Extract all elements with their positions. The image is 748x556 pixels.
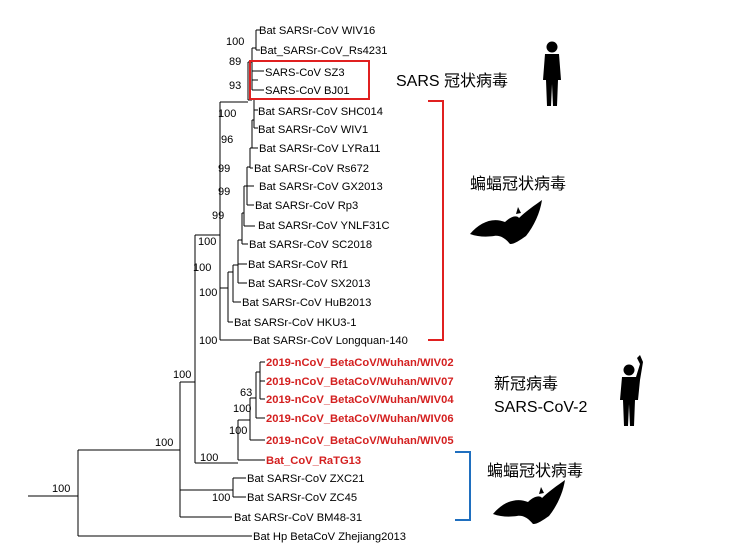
bootstrap-value: 99	[218, 186, 230, 198]
leaf-label: Bat SARSr-CoV YNLF31C	[258, 220, 390, 232]
bootstrap-value: 99	[212, 210, 224, 222]
bootstrap-value: 89	[229, 56, 241, 68]
leaf-label: Bat SARSr-CoV WIV1	[258, 124, 368, 136]
leaf-label: Bat SARSr-CoV Rs672	[254, 163, 369, 175]
leaf-label-highlight: 2019-nCoV_BetaCoV/Wuhan/WIV06	[266, 413, 454, 425]
bootstrap-value: 100	[199, 335, 217, 347]
leaf-label-highlight: 2019-nCoV_BetaCoV/Wuhan/WIV05	[266, 435, 454, 447]
sars-cov-2-annotation-line2: SARS-CoV-2	[494, 399, 587, 416]
bat-silhouette-icon	[470, 200, 542, 244]
leaf-label: Bat SARSr-CoV Rf1	[248, 259, 348, 271]
leaf-label: SARS-CoV BJ01	[265, 85, 350, 97]
sars-annotation: SARS 冠状病毒	[396, 72, 508, 90]
bat-clade-blue-bracket	[455, 451, 471, 521]
leaf-label: Bat SARSr-CoV WIV16	[259, 25, 375, 37]
leaf-label-highlight: Bat_CoV_RaTG13	[266, 455, 361, 467]
tree-branches	[28, 29, 265, 537]
bootstrap-value: 100	[155, 437, 173, 449]
leaf-label: Bat SARSr-CoV SX2013	[248, 278, 371, 290]
leaf-label: Bat SARSr-CoV SHC014	[258, 106, 383, 118]
bootstrap-value: 100	[200, 452, 218, 464]
bootstrap-value: 63	[240, 387, 252, 399]
bootstrap-value: 100	[52, 483, 70, 495]
bootstrap-value: 100	[193, 262, 211, 274]
bootstrap-value: 100	[212, 492, 230, 504]
leaf-label: SARS-CoV SZ3	[265, 67, 345, 79]
leaf-label: Bat_SARSr-CoV_Rs4231	[260, 45, 387, 57]
leaf-label: Bat SARSr-CoV BM48-31	[234, 512, 362, 524]
bootstrap-value: 100	[173, 369, 191, 381]
leaf-labels: Bat SARSr-CoV WIV16 Bat_SARSr-CoV_Rs4231…	[234, 25, 454, 543]
bootstrap-value: 100	[198, 236, 216, 248]
leaf-label: Bat SARSr-CoV LYRa11	[259, 143, 380, 155]
bootstrap-value: 100	[199, 287, 217, 299]
bootstrap-value: 99	[218, 163, 230, 175]
leaf-label: Bat SARSr-CoV HKU3-1	[234, 317, 356, 329]
bootstrap-value: 100	[218, 108, 236, 120]
sars-highlight-box	[249, 60, 370, 100]
human-waving-silhouette-icon	[620, 355, 643, 426]
human-silhouette-icon	[543, 41, 561, 106]
bootstrap-value: 100	[226, 36, 244, 48]
leaf-label: Bat SARSr-CoV Rp3	[255, 200, 358, 212]
bat-clade-red-bracket	[428, 100, 444, 341]
leaf-label: Bat SARSr-CoV ZXC21	[247, 473, 365, 485]
leaf-label: Bat SARSr-CoV GX2013	[259, 181, 383, 193]
leaf-label: Bat Hp BetaCoV Zhejiang2013	[253, 531, 406, 543]
bat-annotation-1: 蝙蝠冠状病毒	[470, 175, 566, 193]
bootstrap-value: 96	[221, 134, 233, 146]
bootstrap-value: 100	[233, 403, 251, 415]
leaf-label: Bat SARSr-CoV ZC45	[247, 492, 357, 504]
leaf-label: Bat SARSr-CoV HuB2013	[242, 297, 371, 309]
leaf-label: Bat SARSr-CoV SC2018	[249, 239, 372, 251]
leaf-label-highlight: 2019-nCoV_BetaCoV/Wuhan/WIV04	[266, 394, 454, 406]
bootstrap-values: 100 89 93 100 96 99 99 99 100 100 100 10…	[52, 36, 252, 504]
sars-cov-2-annotation-line1: 新冠病毒	[494, 375, 558, 393]
leaf-label-highlight: 2019-nCoV_BetaCoV/Wuhan/WIV07	[266, 376, 454, 388]
bat-silhouette-icon	[493, 480, 565, 524]
leaf-label: Bat SARSr-CoV Longquan-140	[253, 335, 408, 347]
bootstrap-value: 100	[229, 425, 247, 437]
bootstrap-value: 93	[229, 80, 241, 92]
leaf-label-highlight: 2019-nCoV_BetaCoV/Wuhan/WIV02	[266, 357, 454, 369]
bat-annotation-2: 蝙蝠冠状病毒	[487, 462, 583, 480]
